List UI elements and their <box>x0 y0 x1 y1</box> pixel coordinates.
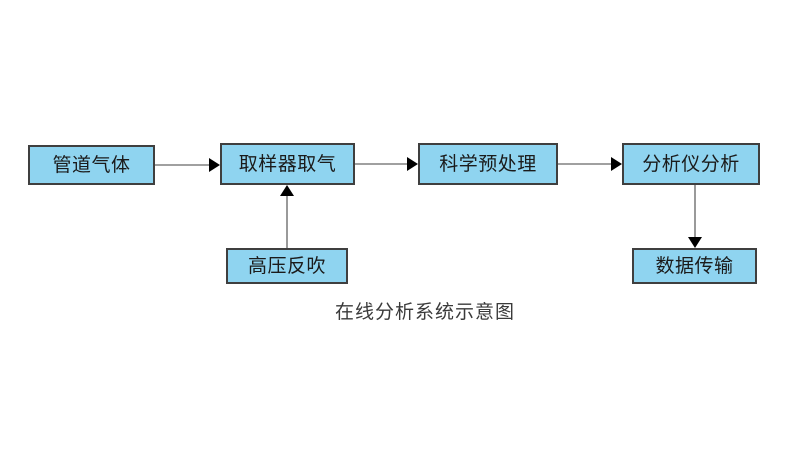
arrow-pretreatment-to-analyzer <box>558 155 622 173</box>
arrow-backblow-to-sampler <box>278 185 296 248</box>
node-pipeline-gas[interactable]: 管道气体 <box>28 145 155 185</box>
node-label: 数据传输 <box>655 255 734 277</box>
node-analyzer-analysis[interactable]: 分析仪分析 <box>622 143 760 185</box>
node-high-pressure-backblow[interactable]: 高压反吹 <box>226 248 348 284</box>
diagram-caption: 在线分析系统示意图 <box>334 302 515 323</box>
node-scientific-pretreatment[interactable]: 科学预处理 <box>418 143 558 185</box>
node-label: 分析仪分析 <box>642 153 740 175</box>
arrow-sampler-to-pretreatment <box>355 155 418 173</box>
node-sampler-gas-intake[interactable]: 取样器取气 <box>220 143 355 185</box>
node-label: 科学预处理 <box>439 153 537 175</box>
node-label: 管道气体 <box>52 154 131 176</box>
arrow-pipeline-gas-to-sampler <box>155 156 220 174</box>
node-data-transmission[interactable]: 数据传输 <box>632 248 757 284</box>
node-label: 取样器取气 <box>238 153 337 175</box>
node-label: 高压反吹 <box>247 255 326 277</box>
arrow-analyzer-to-data-transmission <box>686 185 704 248</box>
